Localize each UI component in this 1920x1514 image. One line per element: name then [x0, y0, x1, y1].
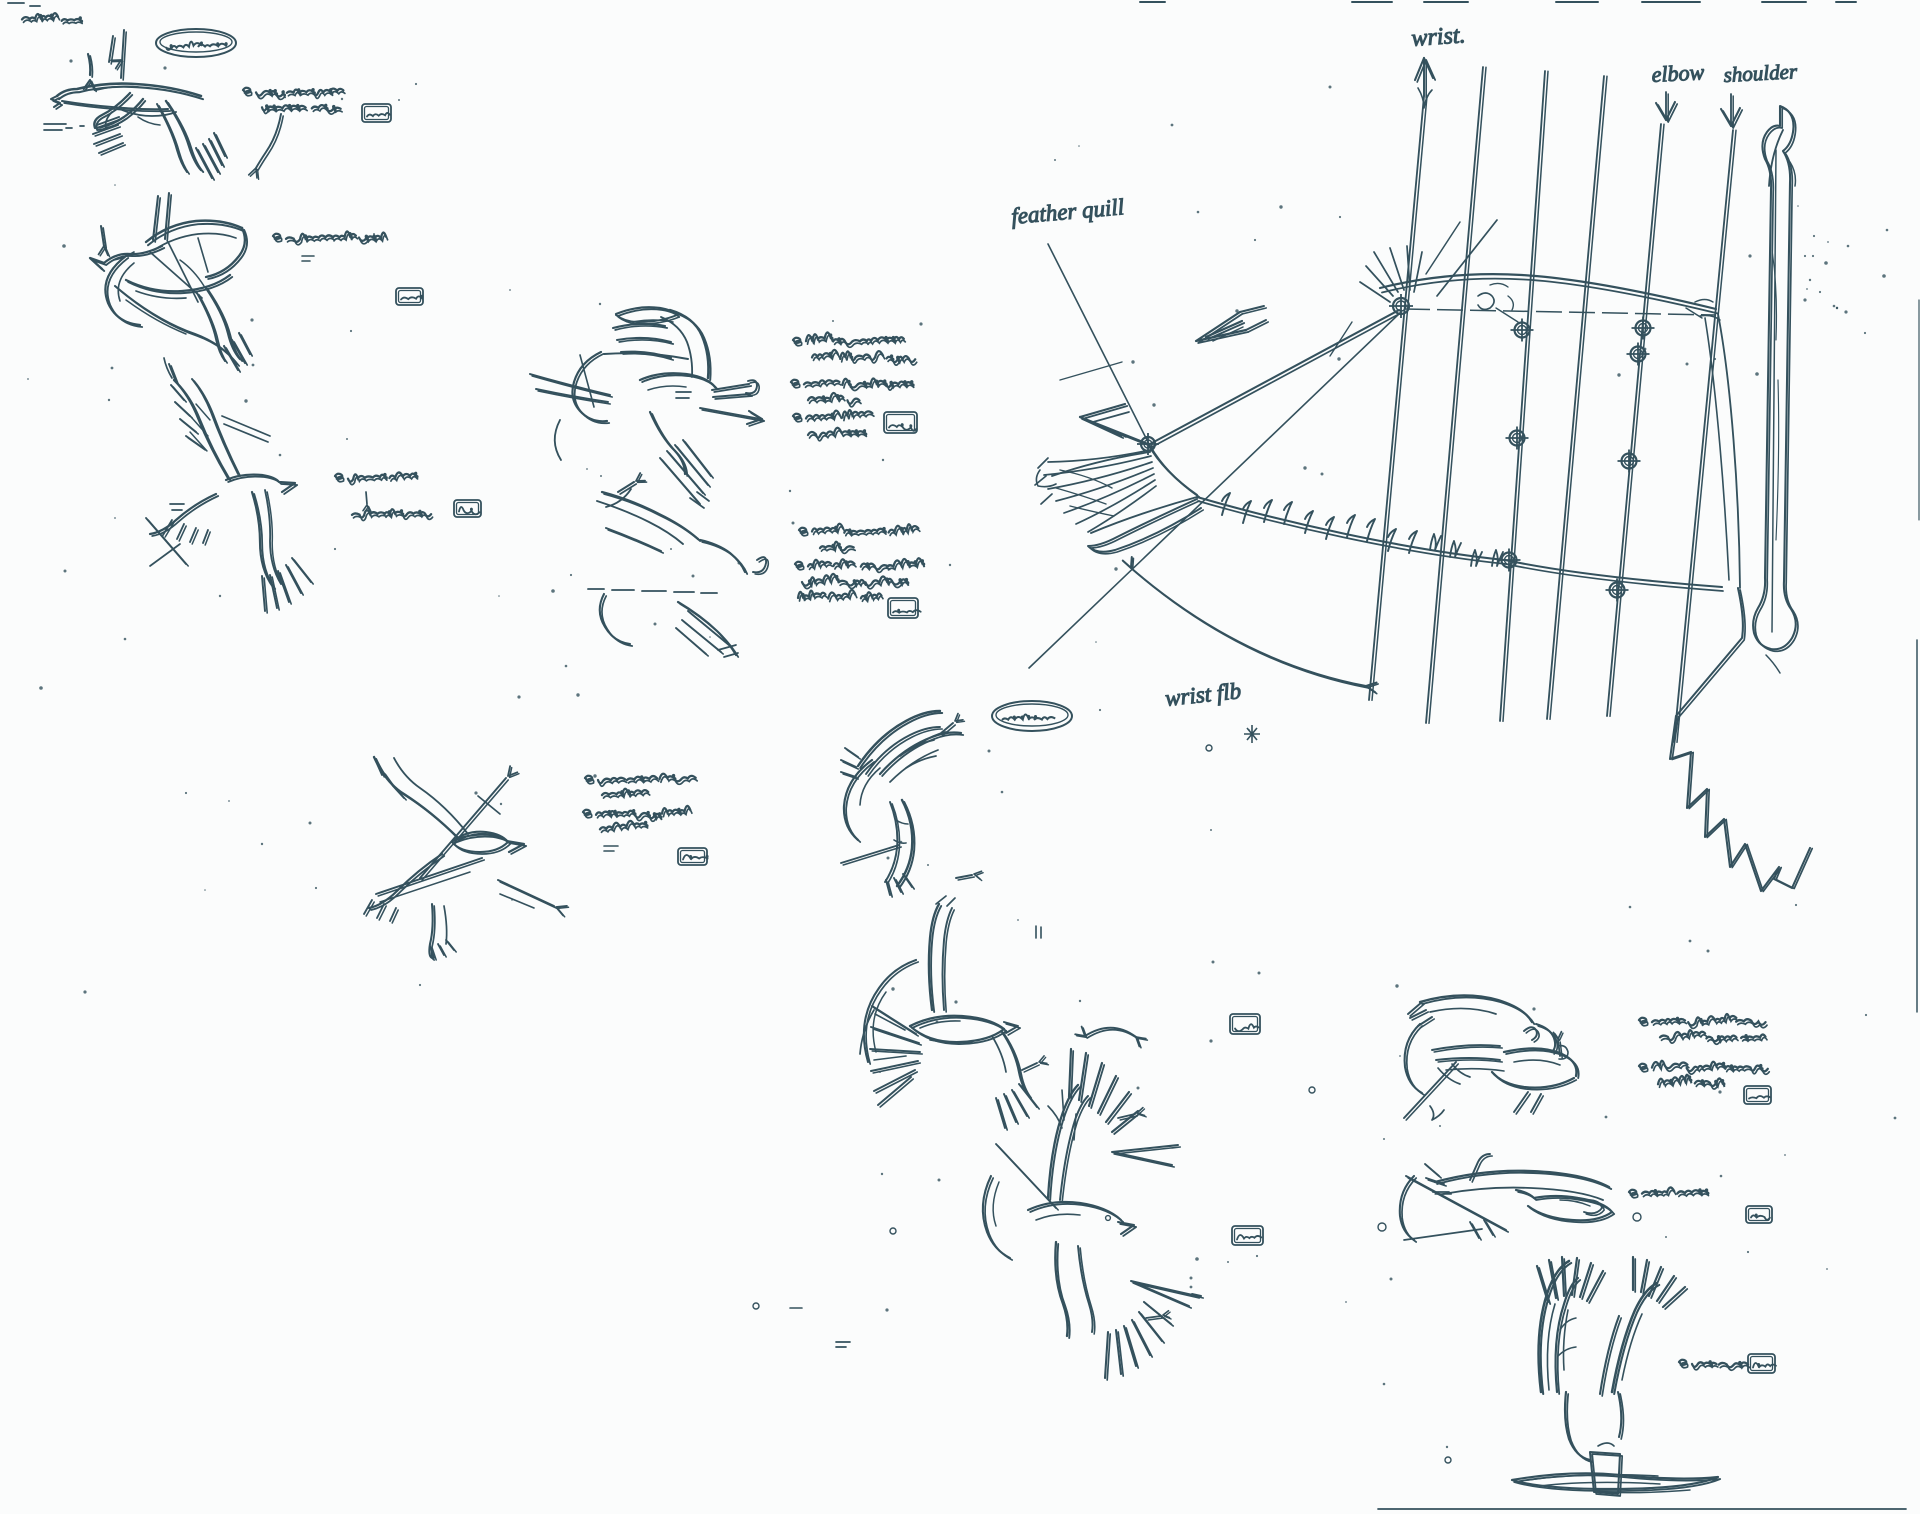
svg-text:elbow: elbow	[1651, 59, 1705, 87]
svg-text:shoulder: shoulder	[1723, 59, 1798, 87]
svg-text:wrist.: wrist.	[1411, 22, 1467, 52]
